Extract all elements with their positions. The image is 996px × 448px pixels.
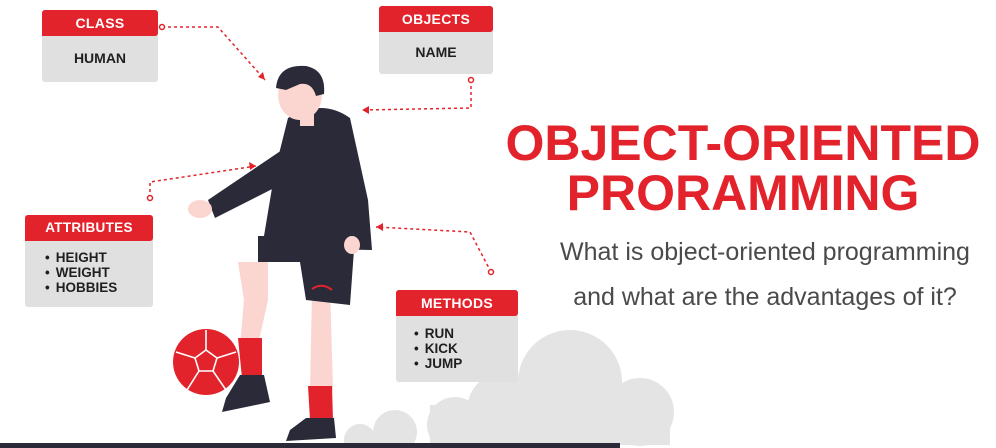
methods-list: RUN KICK JUMP: [396, 326, 518, 371]
attribute-item: WEIGHT: [45, 265, 153, 280]
objects-card-label: OBJECTS: [379, 6, 493, 32]
connector-lines: [149, 26, 492, 273]
title-line-1: OBJECT-ORIENTED: [505, 115, 981, 171]
objects-card-value: NAME: [415, 44, 457, 60]
connector-arrows: [249, 72, 383, 231]
title-line-2: PRORAMMING: [566, 165, 920, 221]
objects-card: OBJECTS NAME: [379, 6, 493, 74]
attributes-list: HEIGHT WEIGHT HOBBIES: [25, 250, 153, 295]
cloud-icon: [344, 330, 674, 448]
soccer-player-icon: [188, 65, 372, 441]
attributes-card-label: ATTRIBUTES: [25, 215, 153, 241]
class-card-value: HUMAN: [73, 50, 127, 66]
class-card-label: CLASS: [42, 10, 158, 36]
method-item: RUN: [414, 326, 518, 341]
attribute-item: HEIGHT: [45, 250, 153, 265]
attributes-card: ATTRIBUTES HEIGHT WEIGHT HOBBIES: [25, 215, 153, 307]
page-title: OBJECT-ORIENTED PRORAMMING: [493, 118, 993, 218]
methods-card: METHODS RUN KICK JUMP: [396, 290, 518, 382]
method-item: JUMP: [414, 356, 518, 371]
soccer-ball-icon: [173, 329, 239, 395]
ground-line: [0, 443, 620, 448]
attribute-item: HOBBIES: [45, 280, 153, 295]
page-subtitle: What is object-oriented programming and …: [560, 238, 970, 311]
methods-card-label: METHODS: [396, 290, 518, 316]
method-item: KICK: [414, 341, 518, 356]
connector-dots: [146, 23, 495, 276]
class-card: CLASS HUMAN: [42, 10, 158, 82]
